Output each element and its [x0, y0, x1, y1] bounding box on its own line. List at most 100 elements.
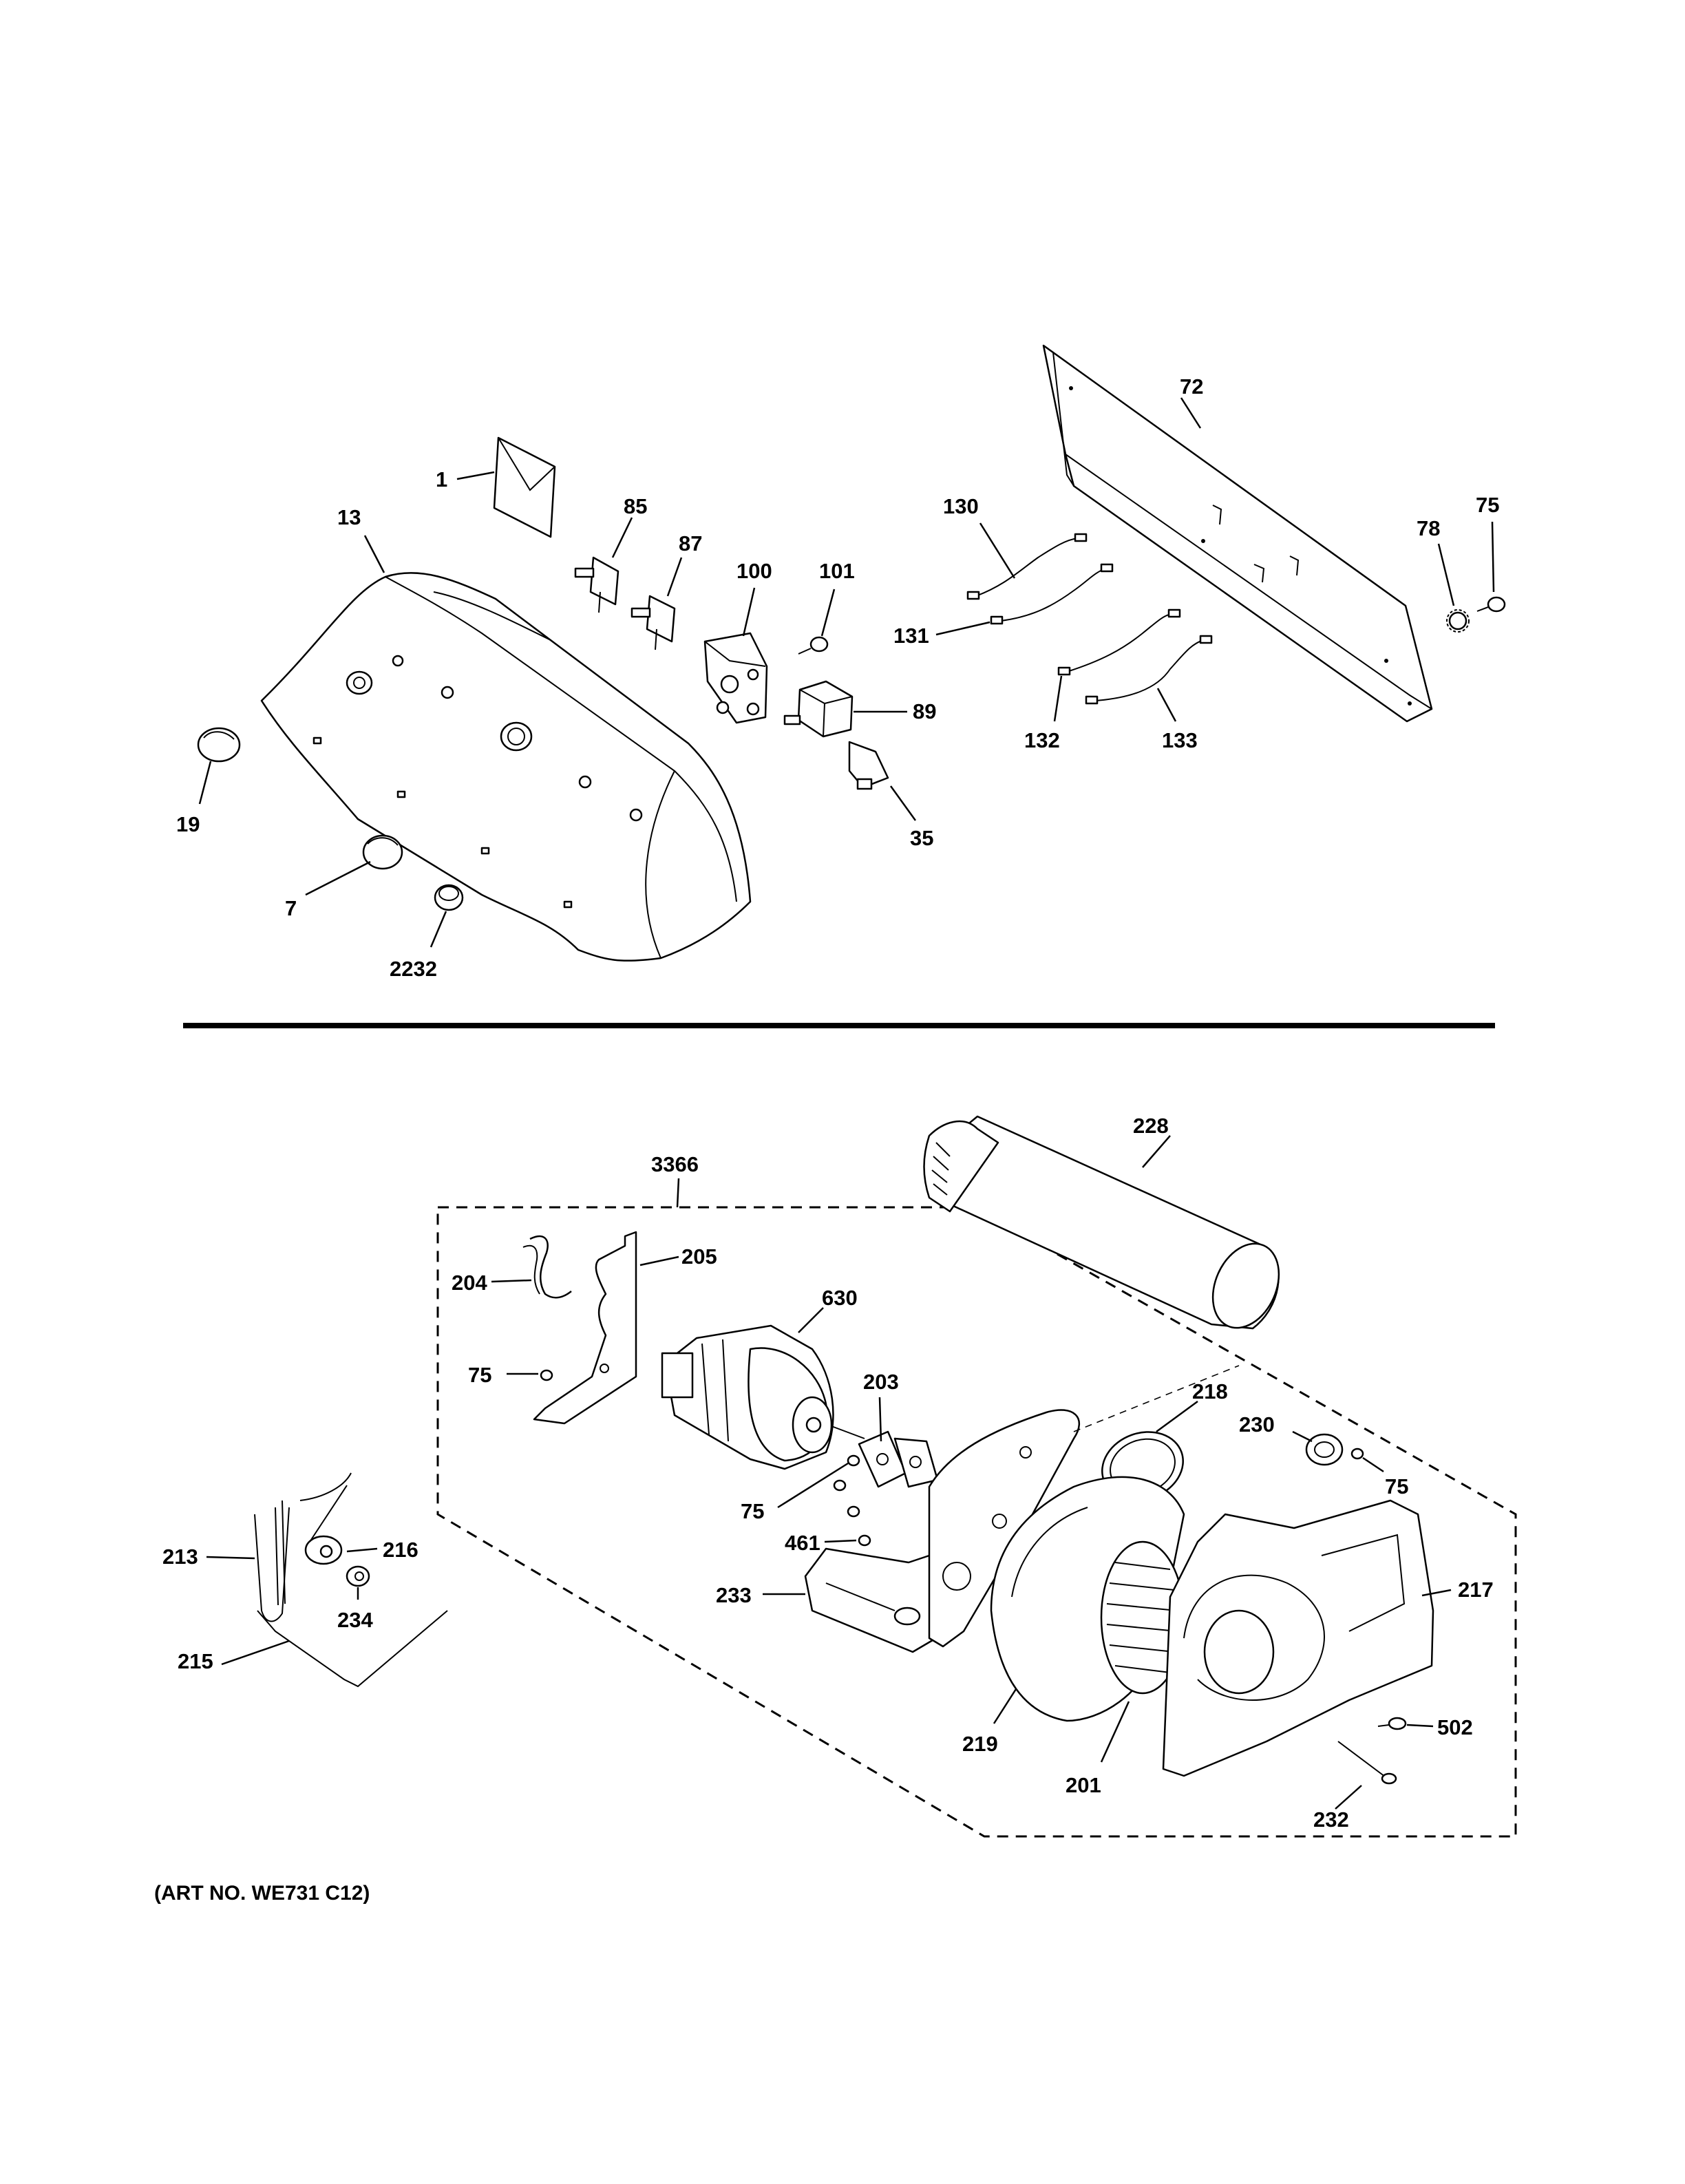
- part-2232-button[interactable]: [434, 884, 464, 911]
- part-132-wire-harness[interactable]: [1057, 608, 1181, 676]
- leader-630: [798, 1307, 824, 1333]
- callout-75-right: 75: [1385, 1474, 1408, 1498]
- assembly-3366-boundary: [436, 1206, 1517, 1838]
- part-89-switch[interactable]: [783, 680, 854, 738]
- leader-217: [1421, 1589, 1452, 1597]
- leader-204: [491, 1279, 532, 1283]
- leader-215: [221, 1640, 290, 1666]
- part-75-screws-center[interactable]: [833, 1454, 860, 1518]
- callout-87: 87: [679, 531, 702, 555]
- part-75-screw-upper[interactable]: [1476, 596, 1506, 613]
- leader-133: [1156, 688, 1177, 722]
- leader-100: [742, 587, 756, 637]
- part-131-wire-harness[interactable]: [990, 563, 1114, 625]
- part-100-timer[interactable]: [703, 632, 768, 724]
- leader-232: [1335, 1785, 1362, 1810]
- part-203-motor-mounts[interactable]: [858, 1430, 939, 1488]
- leader-205: [639, 1255, 679, 1266]
- part-101-screw[interactable]: [798, 636, 829, 655]
- callout-130: 130: [943, 494, 979, 518]
- part-232-long-screw[interactable]: [1337, 1741, 1397, 1785]
- callout-232: 232: [1313, 1807, 1349, 1832]
- callout-233: 233: [716, 1583, 752, 1607]
- callout-13: 13: [337, 505, 361, 529]
- part-72-rear-panel[interactable]: [1042, 344, 1433, 723]
- leader-131: [935, 621, 990, 636]
- section-divider: [183, 1023, 1495, 1028]
- leader-72: [1180, 397, 1202, 429]
- leader-3366: [676, 1178, 680, 1208]
- part-13-control-panel[interactable]: [260, 572, 752, 962]
- leader-219: [993, 1688, 1017, 1724]
- part-630-motor[interactable]: [661, 1324, 865, 1470]
- part-19-knob[interactable]: [197, 727, 241, 763]
- part-217-blower-cover[interactable]: [1162, 1499, 1434, 1777]
- callout-218: 218: [1192, 1379, 1228, 1403]
- callout-216: 216: [383, 1538, 418, 1562]
- part-85-switch[interactable]: [574, 556, 619, 613]
- part-230-thermostat[interactable]: [1305, 1433, 1344, 1466]
- leader-228: [1142, 1135, 1171, 1168]
- part-130-wire-harness[interactable]: [966, 533, 1088, 600]
- leader-216: [346, 1547, 378, 1553]
- alignment-line-218: [1073, 1365, 1240, 1432]
- callout-72: 72: [1180, 374, 1203, 399]
- art-number: (ART NO. WE731 C12): [154, 1882, 370, 1905]
- leader-35: [889, 785, 917, 821]
- part-216-idler-pulley[interactable]: [304, 1485, 348, 1565]
- callout-78: 78: [1417, 516, 1440, 540]
- leader-85: [611, 517, 633, 558]
- part-234-wheel[interactable]: [346, 1565, 370, 1587]
- callout-133: 133: [1162, 728, 1198, 752]
- leader-101: [820, 589, 836, 637]
- leader-502: [1406, 1724, 1434, 1728]
- part-461-screw[interactable]: [858, 1534, 871, 1547]
- leader-19: [198, 761, 212, 805]
- leader-2232: [430, 911, 447, 948]
- part-35-switch[interactable]: [848, 741, 889, 790]
- leader-213: [206, 1556, 255, 1560]
- callout-75-upper: 75: [1476, 493, 1499, 517]
- part-215-spring[interactable]: [257, 1610, 448, 1688]
- callout-89: 89: [913, 699, 936, 723]
- callout-3366: 3366: [651, 1152, 699, 1176]
- part-213-belt[interactable]: [254, 1472, 352, 1622]
- part-75-screw-left[interactable]: [540, 1369, 553, 1381]
- leader-75-center: [777, 1462, 849, 1509]
- leader-78: [1437, 543, 1455, 606]
- leader-7: [305, 860, 371, 896]
- part-205-bracket[interactable]: [533, 1231, 637, 1425]
- callout-101: 101: [819, 559, 855, 583]
- part-1-envelope[interactable]: [493, 436, 556, 538]
- leader-201: [1100, 1701, 1130, 1763]
- part-87-switch[interactable]: [630, 595, 676, 650]
- callout-502: 502: [1437, 1715, 1473, 1739]
- callout-131: 131: [893, 624, 929, 648]
- callout-219: 219: [962, 1732, 998, 1756]
- callout-201: 201: [1066, 1773, 1101, 1797]
- part-75-screw-right[interactable]: [1350, 1448, 1364, 1460]
- part-204-clip[interactable]: [522, 1235, 572, 1299]
- part-228-duct[interactable]: [923, 1115, 1292, 1338]
- callout-461: 461: [785, 1531, 820, 1555]
- callout-234: 234: [337, 1608, 373, 1632]
- leader-13: [363, 535, 385, 573]
- callout-228: 228: [1133, 1114, 1169, 1138]
- part-502-screw[interactable]: [1377, 1717, 1407, 1730]
- leader-132: [1053, 675, 1063, 722]
- callout-230: 230: [1239, 1412, 1275, 1436]
- part-133-wire-harness[interactable]: [1085, 635, 1213, 705]
- part-78-star-washer[interactable]: [1446, 609, 1470, 633]
- leader-203: [878, 1397, 882, 1442]
- callout-630: 630: [822, 1286, 858, 1310]
- callout-1: 1: [436, 467, 447, 491]
- callout-85: 85: [624, 494, 647, 518]
- callout-2232: 2232: [390, 957, 437, 981]
- part-233-base-plate[interactable]: [804, 1547, 937, 1653]
- callout-35: 35: [910, 826, 933, 850]
- callout-132: 132: [1024, 728, 1060, 752]
- leader-230: [1292, 1430, 1313, 1443]
- part-7-knob[interactable]: [362, 834, 403, 870]
- callout-213: 213: [162, 1545, 198, 1569]
- part-201-blower-wheel[interactable]: [1100, 1540, 1185, 1695]
